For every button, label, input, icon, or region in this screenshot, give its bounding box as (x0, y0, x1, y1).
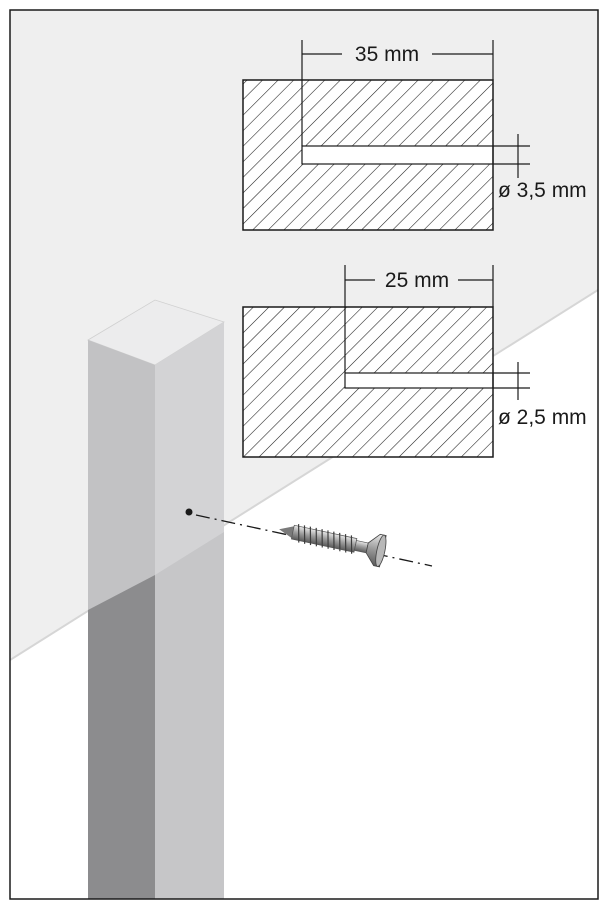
post-shadow (88, 575, 155, 899)
screw-icon (279, 524, 387, 568)
upper-drill-hole (301, 145, 494, 165)
lower-depth-dimension (344, 265, 494, 373)
lower-wood-section (242, 306, 494, 458)
upper-depth-label: 35 mm (355, 43, 419, 66)
lower-drill-hole (344, 372, 494, 389)
upper-depth-dimension (301, 40, 494, 146)
upper-wood-section (242, 79, 494, 231)
drill-hole-icon (185, 508, 193, 516)
upper-diameter-dimension (493, 134, 530, 178)
diagram-frame (9, 9, 599, 900)
lower-diameter-label: ø 2,5 mm (498, 406, 587, 429)
lower-diameter-dimension (493, 362, 530, 400)
screw-axis-line (195, 514, 433, 567)
upper-diameter-label: ø 3,5 mm (498, 179, 587, 202)
lower-depth-label: 25 mm (385, 269, 449, 292)
